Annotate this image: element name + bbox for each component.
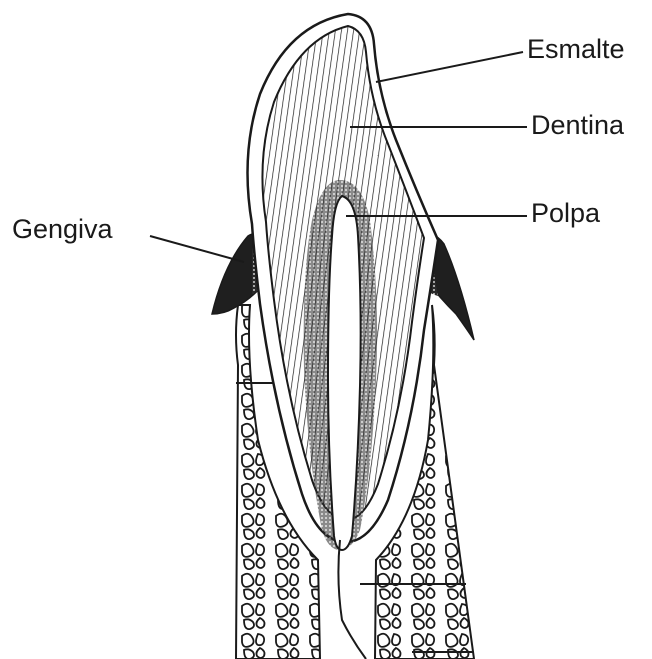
label-gum: Gengiva xyxy=(12,216,113,243)
label-enamel: Esmalte xyxy=(527,36,625,63)
label-dentin: Dentina xyxy=(531,112,624,139)
leader-enamel xyxy=(376,52,523,82)
pulp xyxy=(328,196,361,550)
leader-gum xyxy=(150,236,244,262)
label-pulp: Polpa xyxy=(531,200,600,227)
